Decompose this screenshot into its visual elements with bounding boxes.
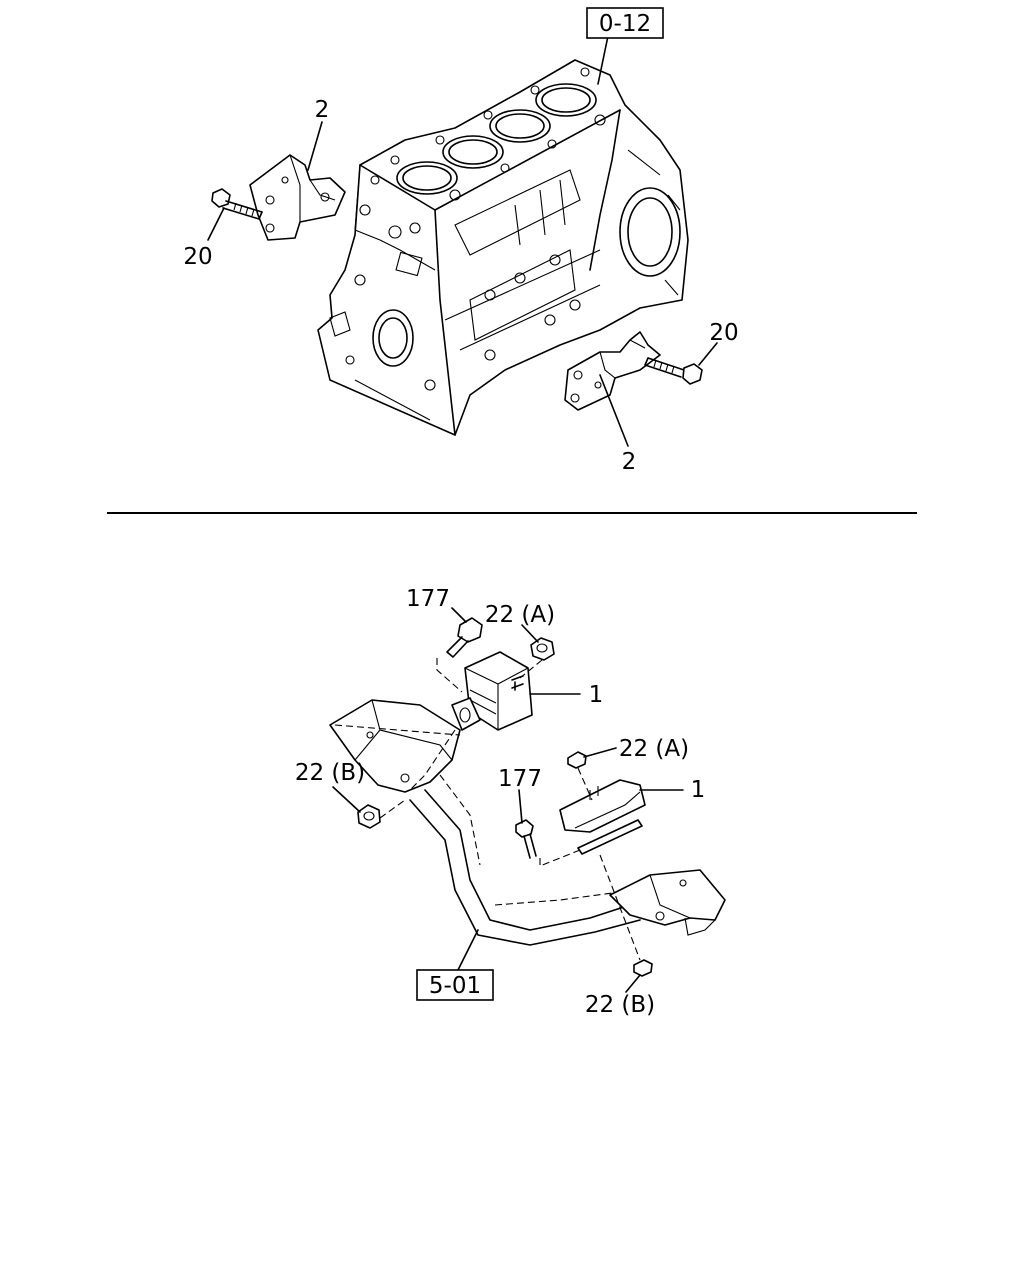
nut-bottom-b	[633, 959, 653, 977]
assembly-line-bottom-nut	[599, 854, 641, 961]
assembly-line-upper-bolt	[436, 658, 463, 693]
leader-nut-left-b	[332, 786, 361, 813]
engine-mount-lower	[559, 779, 646, 855]
leader-nut-upper-a	[521, 624, 539, 643]
callout-nut-left-b[interactable]: 22 (B)	[295, 760, 365, 786]
bolt-left	[211, 188, 263, 220]
assembly-line-left-nut	[379, 799, 406, 819]
leader-bolt-left	[207, 207, 225, 241]
callout-bolt-left[interactable]: 20	[183, 244, 212, 270]
engine-mount-upper	[451, 651, 533, 731]
bolt-right	[644, 357, 703, 385]
callout-bolt-right[interactable]: 20	[709, 320, 738, 346]
engine-bracket-right	[564, 331, 661, 411]
assembly-line-lower-nut	[577, 767, 593, 801]
leader-bolt-lower	[518, 789, 523, 824]
leader-bracket-right	[599, 374, 629, 447]
leader-nut-bottom-b	[625, 974, 641, 993]
leader-bolt-upper	[451, 607, 467, 623]
svg-text:5-01: 5-01	[429, 973, 481, 999]
callout-mount-lower[interactable]: 1	[691, 777, 706, 803]
engine-block	[317, 59, 689, 436]
assembly-line-lower-bolt	[539, 849, 581, 867]
callout-bolt-lower[interactable]: 177	[498, 766, 542, 792]
callout-nut-bottom-b[interactable]: 22 (B)	[585, 992, 655, 1018]
callout-bracket-right[interactable]: 2	[622, 449, 637, 475]
assembly-line-upper-nut	[519, 659, 543, 679]
nut-left-b	[357, 804, 381, 829]
leader-bolt-right	[698, 342, 718, 366]
nut-right-a	[567, 751, 587, 769]
bolt-upper	[446, 617, 483, 658]
callout-bolt-upper[interactable]: 177	[406, 586, 450, 612]
ref-box-012[interactable]: 0-12	[586, 7, 664, 39]
nut-upper-a	[530, 637, 555, 661]
callout-nut-right-a[interactable]: 22 (A)	[619, 736, 689, 762]
leader-ref-501	[457, 929, 479, 971]
ref-box-501[interactable]: 5-01	[416, 969, 494, 1001]
engine-bracket-left	[249, 154, 346, 241]
bolt-lower	[515, 819, 537, 859]
assembly-line-upper-mount	[409, 729, 456, 791]
leader-bracket-left	[307, 121, 323, 171]
callout-nut-upper-a[interactable]: 22 (A)	[485, 602, 555, 628]
crossmember	[329, 699, 726, 946]
callout-mount-upper[interactable]: 1	[589, 682, 604, 708]
svg-text:0-12: 0-12	[599, 11, 651, 37]
callout-bracket-left[interactable]: 2	[315, 97, 330, 123]
leader-nut-right-a	[583, 747, 617, 758]
leader-ref-012	[597, 35, 609, 85]
